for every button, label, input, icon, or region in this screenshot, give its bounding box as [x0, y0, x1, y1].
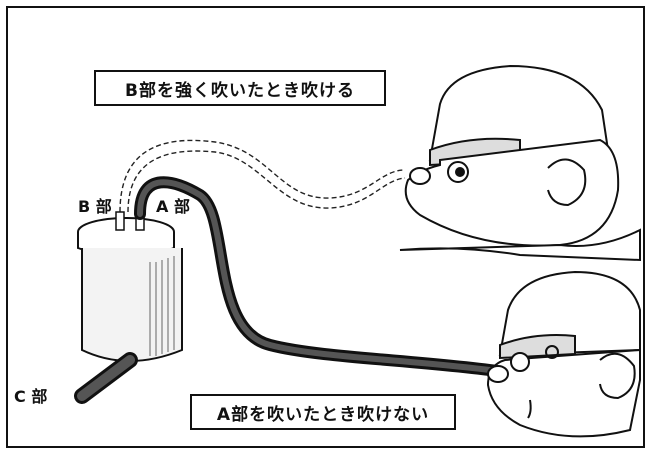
label-part-b: B 部: [78, 197, 112, 216]
caption-b-blow: B部を強く吹いたとき吹ける: [94, 70, 386, 106]
lower-man-figure: [486, 270, 641, 438]
dashed-hose-b: [119, 139, 406, 213]
caption-a-blow: A部を吹いたとき吹けない: [190, 394, 456, 430]
label-part-a: A 部: [156, 197, 190, 216]
diagram-frame: [6, 6, 645, 448]
label-part-c: C 部: [14, 387, 48, 406]
filter-canister: [77, 209, 183, 362]
upper-man-figure: [399, 64, 641, 262]
